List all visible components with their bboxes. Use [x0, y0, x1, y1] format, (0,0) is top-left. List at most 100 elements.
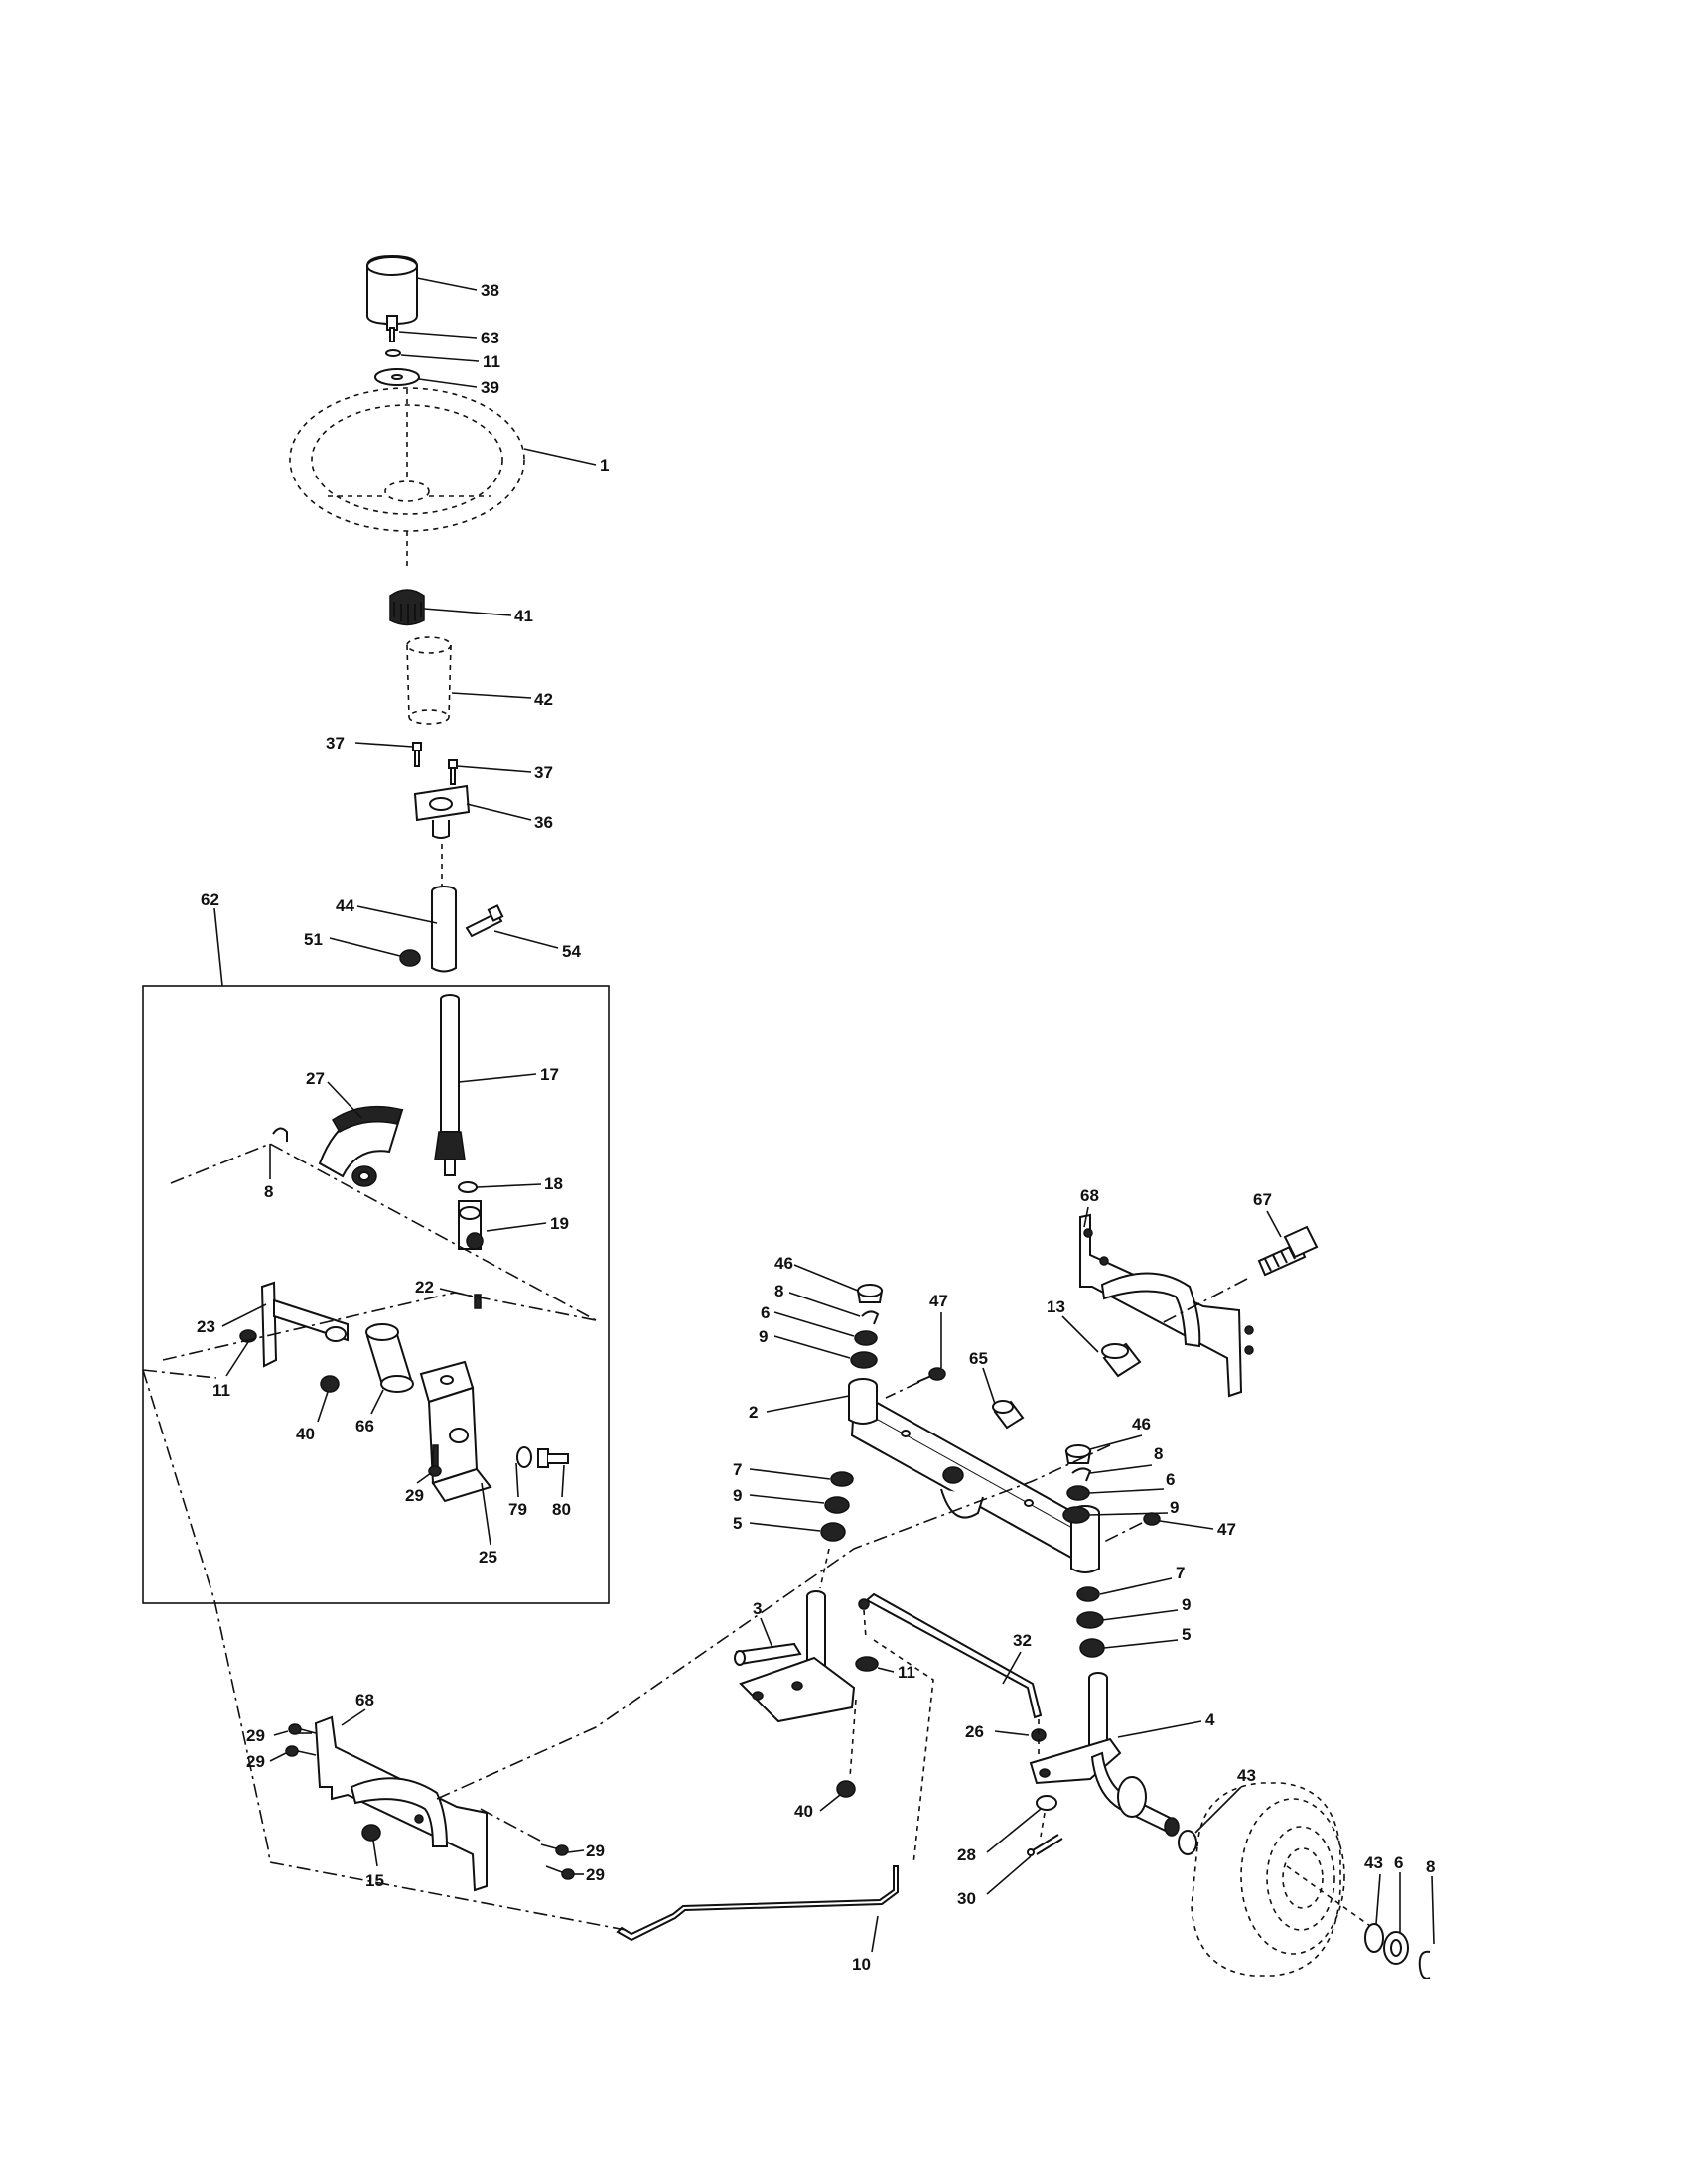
callout-7-left: 7: [733, 1460, 742, 1479]
callout-9-left-bottom: 9: [733, 1486, 742, 1505]
axle-bolt-right: [1143, 1512, 1161, 1526]
callout-11-spindle: 11: [898, 1663, 915, 1682]
callout-36: 36: [534, 813, 553, 832]
callout-32: 32: [1013, 1631, 1032, 1650]
callout-46-right: 46: [1132, 1415, 1151, 1433]
bracket-washer: [516, 1446, 532, 1468]
callout-2: 2: [749, 1403, 758, 1422]
callout-43-axle: 43: [1237, 1766, 1256, 1785]
callout-8-wheel: 8: [1426, 1857, 1435, 1876]
lock-washer-spindle: [855, 1656, 879, 1672]
callout-13: 13: [1047, 1297, 1065, 1316]
callout-26: 26: [965, 1722, 984, 1741]
callout-79: 79: [508, 1500, 527, 1519]
steering-wheel: [289, 387, 525, 532]
bracket-screw-top-a: [288, 1723, 317, 1735]
callout-6-right: 6: [1166, 1470, 1175, 1489]
steering-wheel-cap: [366, 254, 418, 326]
callout-9-left: 9: [759, 1327, 768, 1346]
callout-39: 39: [481, 378, 499, 397]
callout-54: 54: [562, 942, 581, 961]
callout-29-b: 29: [246, 1752, 265, 1771]
callout-19: 19: [550, 1214, 569, 1233]
callout-7-right: 7: [1176, 1564, 1185, 1582]
callout-5-left: 5: [733, 1514, 742, 1533]
cap-bolt: [386, 315, 398, 342]
callout-47-left: 47: [929, 1292, 948, 1310]
callout-37-right: 37: [534, 763, 553, 782]
steering-boot: [406, 636, 452, 725]
bracket-bolt: [537, 1448, 569, 1468]
retaining-clip: [272, 1127, 288, 1142]
callout-51: 51: [304, 930, 323, 949]
tie-rod: [616, 1865, 899, 1942]
callout-11: 11: [483, 352, 500, 371]
callout-3: 3: [753, 1599, 762, 1618]
axle-pivot-bolt: [1257, 1225, 1319, 1277]
callout-9-right-bottom: 9: [1182, 1595, 1191, 1614]
pivot-bushing: [992, 1400, 1025, 1430]
axle-mount-bracket-right: [1079, 1213, 1254, 1398]
front-axle: [848, 1378, 1100, 1573]
callout-9-right: 9: [1170, 1498, 1179, 1517]
sector-gear: [318, 1105, 404, 1187]
washer-6-left: [854, 1330, 878, 1346]
washer-9-right-bottom: [1076, 1611, 1104, 1629]
bracket-screw: [428, 1444, 442, 1477]
steering-arm: [260, 1281, 349, 1368]
pinion-washer: [458, 1181, 478, 1193]
cotter-pin: [1027, 1834, 1063, 1856]
steering-gear-assembly-box: [142, 985, 610, 1604]
bushing-5-left: [820, 1522, 846, 1542]
steering-bushing: [413, 784, 471, 839]
callout-37-left: 37: [326, 734, 345, 752]
callout-42: 42: [534, 690, 553, 709]
callout-5-right: 5: [1182, 1625, 1191, 1644]
callout-40-box: 40: [296, 1425, 315, 1443]
bracket-nut: [361, 1824, 381, 1842]
callout-8-right: 8: [1154, 1444, 1163, 1463]
outer-washer-6: [1383, 1931, 1409, 1965]
callout-62: 62: [201, 890, 219, 909]
steering-shaft-upper: [431, 886, 457, 973]
spindle-washer: [1036, 1795, 1057, 1811]
callout-63: 63: [481, 329, 499, 347]
steering-adapter: [389, 589, 425, 626]
callout-30: 30: [957, 1889, 976, 1908]
callout-15: 15: [365, 1871, 384, 1890]
spindle-left: [734, 1590, 856, 1723]
front-tire: [1191, 1782, 1371, 1977]
washer-7-left: [830, 1471, 854, 1487]
pinion-shaft: [434, 994, 466, 1176]
shaft-bolt: [465, 904, 504, 938]
spindle-nut: [836, 1780, 856, 1798]
bracket-screw-top-b: [285, 1745, 317, 1757]
callout-22: 22: [415, 1278, 434, 1297]
washer-9-right-top: [1062, 1506, 1090, 1524]
clip-right: [1071, 1467, 1092, 1482]
washer-6-right: [1066, 1485, 1090, 1501]
callout-68-bottom: 68: [355, 1691, 374, 1709]
wheel-spacer-washer: [1178, 1830, 1197, 1855]
support-bracket: [419, 1360, 492, 1503]
arm-nut: [320, 1375, 340, 1393]
callout-68-top: 68: [1080, 1186, 1099, 1205]
bushing-screw-left: [412, 742, 422, 767]
callout-1: 1: [600, 456, 609, 475]
washer-9-left-bottom: [824, 1496, 850, 1514]
callout-65: 65: [969, 1349, 988, 1368]
callout-25: 25: [479, 1548, 497, 1567]
pivot-spacer: [1101, 1342, 1142, 1378]
drag-link: [858, 1592, 1043, 1719]
bushing-screw-right: [448, 759, 458, 785]
callout-29-box: 29: [405, 1486, 424, 1505]
axle-bolt-left: [916, 1367, 946, 1383]
washer-7-right: [1076, 1586, 1100, 1602]
callout-8-box: 8: [264, 1182, 273, 1201]
callout-27: 27: [306, 1069, 325, 1088]
callout-10: 10: [852, 1955, 871, 1974]
callout-23: 23: [197, 1317, 215, 1336]
hub-cap-clip: [1418, 1950, 1431, 1979]
bushing-5-right: [1079, 1638, 1105, 1658]
callout-46-left: 46: [774, 1254, 793, 1273]
